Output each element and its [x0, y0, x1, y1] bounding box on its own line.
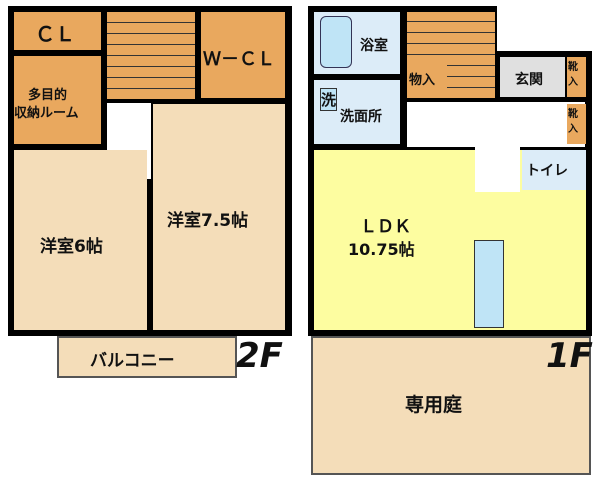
floor1-label: 1F [546, 336, 593, 376]
label-wcl: Ｗ－ＣＬ [203, 49, 275, 70]
label-balcony: バルコニー [90, 351, 175, 371]
shoe-closet-1 [567, 57, 586, 97]
label-washroom: 洗面所 [340, 109, 382, 125]
stairs-2f [107, 12, 195, 99]
label-ldk-size: 10.75帖 [348, 240, 415, 259]
closet-cl [14, 12, 101, 50]
label-storage-2: 収納ルーム [14, 106, 79, 121]
label-entrance: 玄関 [515, 72, 543, 88]
label-bath: 浴室 [360, 38, 388, 54]
label-room-7-5jo: 洋室7.5帖 [167, 211, 249, 231]
walk-in-closet [201, 12, 285, 98]
shoe-closet-2 [567, 104, 586, 144]
label-toilet: トイレ [526, 163, 568, 179]
hall-1f [407, 102, 585, 147]
balcony [57, 336, 237, 378]
private-garden [311, 336, 591, 475]
label-room-6jo: 洋室6帖 [40, 237, 103, 257]
entrance [500, 57, 565, 97]
kitchen-counter [474, 240, 504, 328]
label-storage-1: 多目的 [28, 88, 68, 103]
label-cl: ＣＬ [35, 22, 75, 46]
label-shoe-2: 靴入 [568, 109, 578, 135]
storage-room [14, 56, 101, 144]
floor2-label: 2F [236, 336, 283, 376]
closet-monoire [407, 56, 447, 98]
label-shoe-1: 靴入 [568, 62, 578, 88]
label-garden: 専用庭 [405, 394, 463, 416]
bathtub [320, 16, 352, 68]
label-ldk: ＬＤＫ [360, 217, 411, 237]
room-7-5jo [153, 104, 285, 330]
entry-porch [497, 6, 592, 51]
label-washer: 洗 [320, 88, 338, 111]
toilet [522, 150, 586, 190]
label-closet: 物入 [409, 73, 436, 88]
toilet-hall [475, 147, 520, 192]
room-6jo [14, 150, 147, 330]
